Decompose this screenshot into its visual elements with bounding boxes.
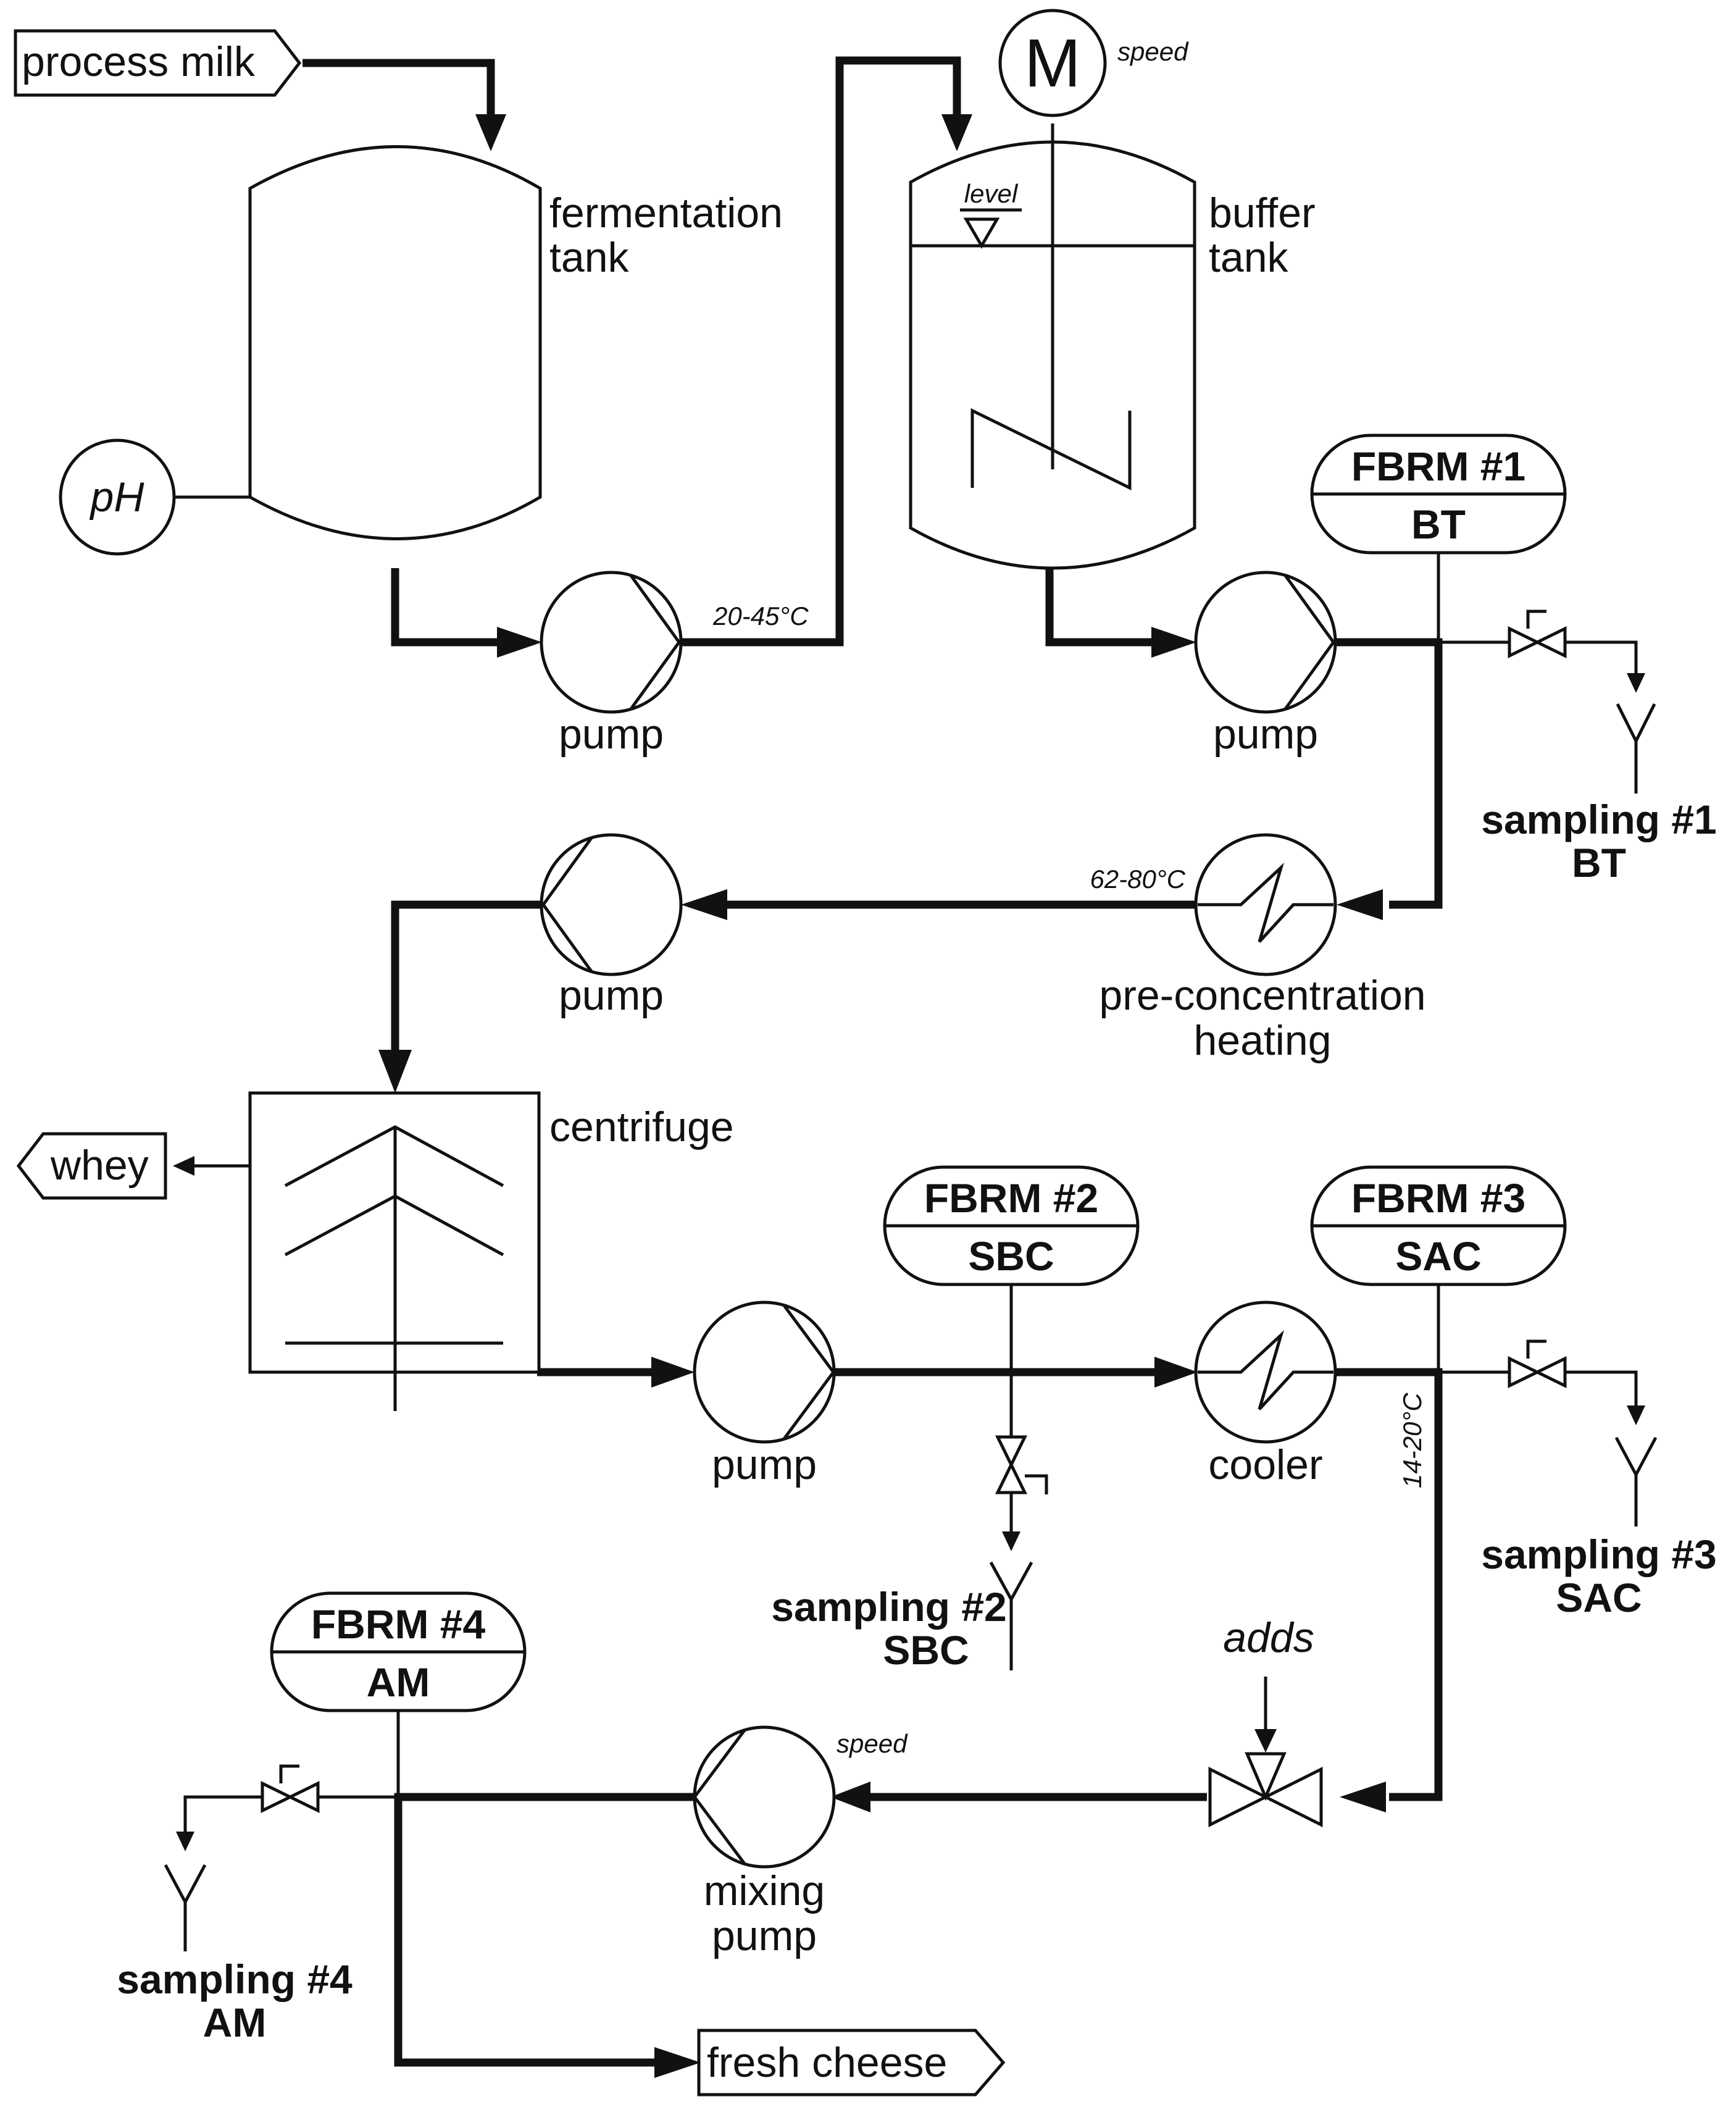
cooler: cooler [1194, 1301, 1337, 1488]
whey-stream-box: whey [16, 1132, 167, 1200]
cooler-label: cooler [1208, 1441, 1322, 1488]
sampling-1: sampling #1 BT [1438, 609, 1717, 886]
fbrm-1-sub: BT [1411, 501, 1466, 547]
fbrm-2: FBRM #2 SBC [883, 1165, 1140, 1372]
motor: M speed [998, 9, 1189, 117]
buffer-tank-label-line1: buffer [1209, 190, 1316, 237]
agitator [970, 124, 1132, 491]
flow-arrowheads [378, 114, 1386, 2078]
ph-sensor: pH [59, 438, 250, 556]
whey-outlet [173, 1156, 250, 1176]
sampling-3-sub: SAC [1556, 1575, 1642, 1620]
fbrm-3-title: FBRM #3 [1351, 1175, 1525, 1221]
fbrm-4: FBRM #4 AM [270, 1591, 527, 1797]
fresh-cheese-label: fresh cheese [707, 2039, 947, 2086]
centrifuge: centrifuge [248, 1091, 734, 1411]
process-milk-label: process milk [22, 38, 256, 85]
sampling-4: sampling #4 AM [117, 1764, 398, 2045]
sampling-2-sub: SBC [883, 1627, 969, 1673]
level-indicator: level [960, 179, 1022, 249]
centrifuge-label: centrifuge [549, 1104, 734, 1150]
pump-4: pump [693, 1301, 836, 1488]
fbrm-3: FBRM #3 SAC [1310, 1165, 1567, 1372]
fermentation-tank-label-line1: fermentation [549, 190, 783, 237]
whey-label: whey [50, 1142, 149, 1189]
mixing-pump-label-line1: mixing [704, 1867, 825, 1914]
sampling-2: sampling #2 SBC [771, 1372, 1048, 1673]
pump-2-label: pump [1213, 711, 1318, 758]
ph-label: pH [90, 474, 145, 521]
temp-label-3: 14-20°C [1398, 1393, 1427, 1488]
pump-1: pump [540, 571, 683, 758]
fermentation-tank: fermentation tank [248, 145, 783, 540]
pump-2: pump [1194, 571, 1337, 758]
sampling-3: sampling #3 SAC [1438, 1339, 1717, 1620]
temp-label-1: 20-45°C [712, 601, 809, 630]
sampling-2-title: sampling #2 [771, 1584, 1006, 1630]
fbrm-4-sub: AM [367, 1659, 430, 1705]
pump-3: pump [540, 833, 683, 1019]
sampling-1-title: sampling #1 [1481, 797, 1716, 842]
process-milk-stream-box: process milk [14, 29, 302, 97]
fermentation-tank-label-line2: tank [549, 234, 630, 281]
motor-label: M [1024, 25, 1081, 101]
sampling-4-sub: AM [203, 2000, 267, 2045]
heater-label-line1: pre-concentration [1099, 972, 1425, 1019]
adds-label: adds [1223, 1614, 1314, 1661]
pre-concentration-heater: 62-80°C pre-concentration heating [1090, 833, 1426, 1064]
fresh-cheese-stream-box: fresh cheese [697, 2029, 1006, 2097]
temp-label-2: 62-80°C [1090, 865, 1185, 894]
sampling-3-title: sampling #3 [1481, 1531, 1716, 1577]
sampling-1-sub: BT [1572, 840, 1626, 886]
fbrm-2-title: FBRM #2 [924, 1175, 1098, 1221]
level-label: level [964, 179, 1019, 208]
sampling-4-title: sampling #4 [117, 1956, 353, 2002]
mixing-pump-label-line2: pump [712, 1912, 817, 1959]
buffer-tank-label-line2: tank [1209, 234, 1289, 281]
pump-3-label: pump [559, 972, 664, 1019]
mixing-pump: speed mixing pump [692, 1725, 908, 1959]
heater-label-line2: heating [1193, 1017, 1331, 1064]
fbrm-2-sub: SBC [968, 1233, 1054, 1279]
motor-speed-label: speed [1117, 37, 1189, 66]
process-lines [303, 56, 1443, 2067]
fbrm-1: FBRM #1 BT [1310, 434, 1567, 642]
pump-1-label: pump [559, 711, 664, 758]
adds-valve: adds [1208, 1614, 1323, 1828]
fbrm-4-title: FBRM #4 [311, 1601, 486, 1647]
mixing-pump-speed-label: speed [837, 1729, 908, 1758]
fbrm-3-sub: SAC [1395, 1233, 1481, 1279]
fbrm-1-title: FBRM #1 [1351, 443, 1525, 489]
pump-4-label: pump [712, 1441, 817, 1488]
